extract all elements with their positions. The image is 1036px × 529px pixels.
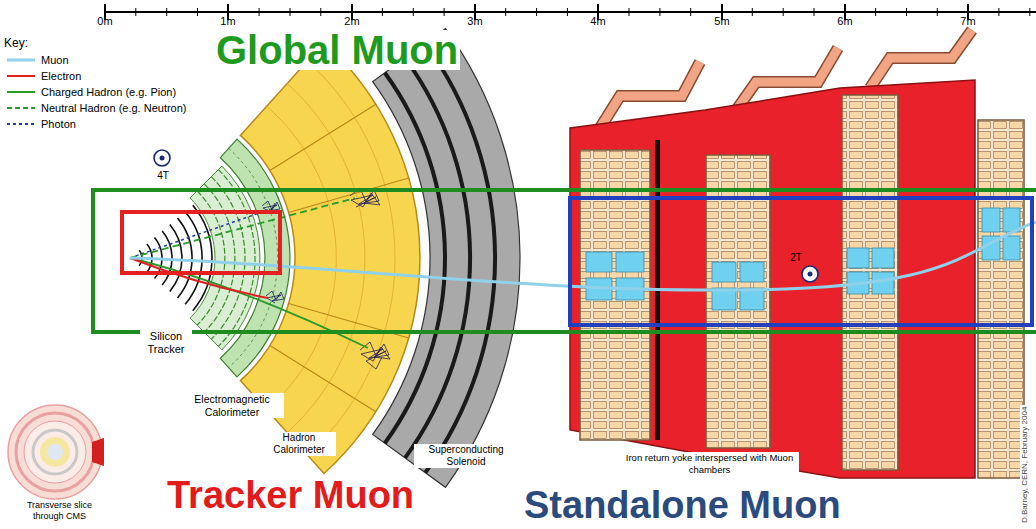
superconducting-solenoid <box>373 29 520 488</box>
part-label: Superconducting Solenoid <box>414 444 518 468</box>
legend-item: Photon <box>6 116 187 132</box>
region-title: Global Muon <box>214 30 460 70</box>
legend-text: Neutral Hadron (e.g. Neutron) <box>41 102 187 114</box>
scale-label: 3m <box>460 15 490 27</box>
scale-label: 6m <box>830 15 860 27</box>
legend-sample <box>6 103 36 113</box>
scale-label: 2m <box>337 15 367 27</box>
legend: MuonElectronCharged Hadron (e.g. Pion) Ne… <box>6 52 187 132</box>
legend-item: Neutral Hadron (e.g. Neutron) <box>6 100 187 116</box>
region-title: Standalone Muon <box>522 486 843 524</box>
region-title: Tracker Muon <box>165 476 416 514</box>
legend-item: Muon <box>6 52 187 68</box>
scale-bar <box>105 4 1036 20</box>
part-label: Iron return yoke interspersed with Muon … <box>620 452 799 476</box>
credit-watermark: D.Barney, CERN, February 2004 <box>1020 405 1030 525</box>
field-label: 4T <box>152 170 174 182</box>
inset-label: Transverse slice through CMS <box>10 500 109 522</box>
legend-sample <box>6 71 36 81</box>
legend-sample <box>6 119 36 129</box>
legend-text: Muon <box>41 54 69 66</box>
muon-system <box>570 30 1024 478</box>
part-label: Silicon Tracker <box>140 330 192 356</box>
scale-label: 0m <box>90 15 120 27</box>
legend-sample <box>6 55 36 65</box>
legend-title: Key: <box>4 36 44 50</box>
transverse-inset <box>8 405 104 499</box>
part-label: Hadron Calorimeter <box>262 432 336 456</box>
legend-item: Electron <box>6 68 187 84</box>
field-symbols <box>154 150 818 282</box>
legend-item: Charged Hadron (e.g. Pion) <box>6 84 187 100</box>
field-label: 2T <box>786 252 806 264</box>
legend-sample <box>6 87 36 97</box>
scale-label: 5m <box>707 15 737 27</box>
scale-label: 4m <box>583 15 613 27</box>
scale-label: 7m <box>953 15 983 27</box>
scale-label: 1m <box>213 15 243 27</box>
legend-text: Photon <box>41 118 76 130</box>
part-label: Electromagnetic Calorimeter <box>180 393 284 418</box>
legend-text: Electron <box>41 70 81 82</box>
legend-text: Charged Hadron (e.g. Pion) <box>41 86 176 98</box>
region-boxes <box>93 190 1036 332</box>
